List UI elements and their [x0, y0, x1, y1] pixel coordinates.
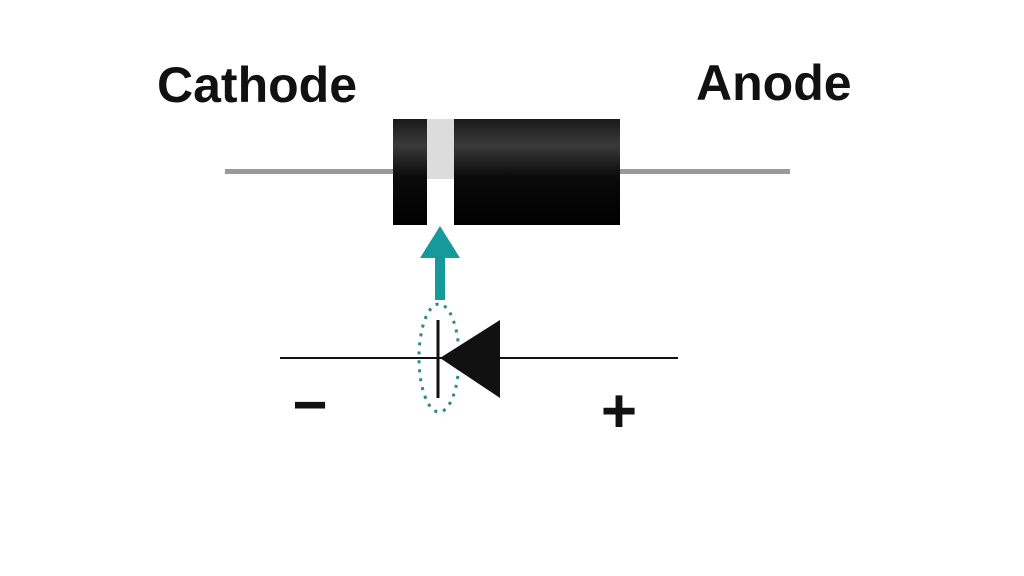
negative-sign: −: [292, 371, 327, 438]
cathode-lead: [225, 169, 395, 174]
diode-symbol: [280, 320, 678, 398]
cathode-label: Cathode: [157, 57, 357, 113]
anode-label: Anode: [696, 55, 852, 111]
arrow-up-icon: [420, 226, 460, 300]
anode-lead: [618, 169, 790, 174]
cathode-band-marker: [427, 119, 454, 179]
cathode-band-body: [393, 119, 427, 225]
diode-body: [454, 119, 620, 225]
positive-sign: +: [601, 377, 637, 446]
